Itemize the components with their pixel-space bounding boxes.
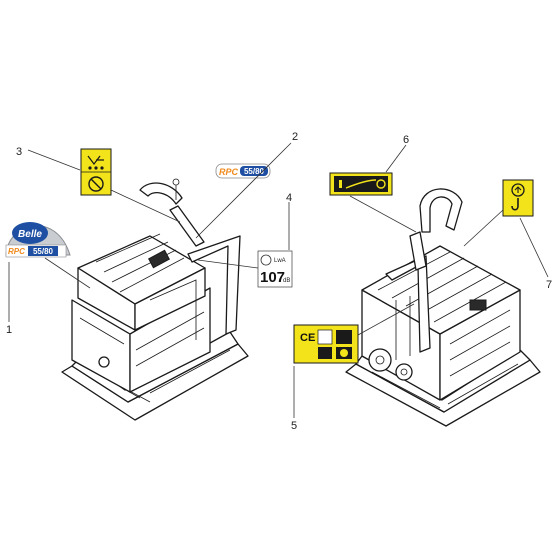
decal-6-throttle — [329, 172, 393, 196]
callout-7: 7 — [546, 279, 552, 291]
decal-4-level-label: LwA — [274, 258, 286, 264]
decal-3-operating-instructions — [80, 148, 112, 196]
decal-4-unit: dB — [283, 278, 290, 284]
decal-1-belle-badge: Belle RPC 55/80 — [5, 222, 71, 258]
decal-4-level-value: 107 — [260, 269, 285, 286]
slow-icon — [339, 180, 342, 188]
callout-1: 1 — [6, 324, 12, 336]
decal-5-ce-mark: CE — [300, 332, 315, 344]
prohibition-icon — [88, 176, 104, 192]
decal-1-rpc: RPC — [8, 247, 25, 256]
right-machine — [345, 188, 541, 427]
callout-3: 3 — [16, 146, 22, 158]
decal-2-model: 55/80 — [244, 167, 265, 176]
callout-5: 5 — [291, 420, 297, 432]
decal-2-rpc: RPC — [219, 167, 239, 177]
hook-icon — [511, 198, 519, 211]
decal-5-safety-decal: CE — [293, 324, 359, 364]
manual-icon — [318, 347, 332, 359]
leader-lines — [8, 142, 549, 418]
left-machine — [61, 178, 249, 421]
hexagon-icon — [260, 254, 272, 266]
fast-icon — [376, 179, 386, 189]
callout-6: 6 — [403, 134, 409, 146]
belle-logo-text: Belle — [18, 229, 42, 240]
decal-7-lifting-point — [502, 179, 534, 217]
throttle-ramp-icon — [345, 179, 377, 189]
callout-2: 2 — [292, 131, 298, 143]
decal-4-noise-level: LwA 107 dB — [257, 250, 293, 288]
callout-4: 4 — [286, 192, 292, 204]
decal-1-model: 55/80 — [33, 247, 54, 256]
boot-icon — [336, 330, 352, 344]
decal-2-model-label: RPC 55/80 — [215, 163, 271, 179]
